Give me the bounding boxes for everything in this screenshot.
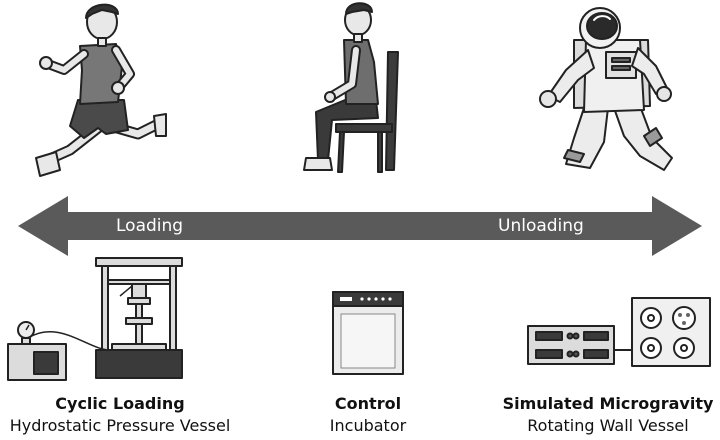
- runner-figure: [35, 3, 167, 177]
- caption-title: Control: [334, 394, 402, 413]
- incubator: [332, 291, 404, 375]
- pressure-vessel: [7, 257, 183, 381]
- caption-title: Simulated Microgravity: [502, 394, 714, 413]
- caption-subtitle: Incubator: [329, 416, 407, 435]
- caption-control: Control Incubator: [298, 396, 438, 434]
- caption-subtitle: Rotating Wall Vessel: [527, 416, 689, 435]
- loading-label: Loading: [116, 216, 184, 236]
- unloading-label: Unloading: [498, 216, 584, 236]
- seated-figure: [303, 2, 399, 173]
- loading-unloading-arrow: [18, 196, 702, 256]
- caption-cyclic-loading: Cyclic Loading Hydrostatic Pressure Vess…: [0, 396, 240, 434]
- caption-subtitle: Hydrostatic Pressure Vessel: [9, 416, 231, 435]
- caption-simulated-microgravity: Simulated Microgravity Rotating Wall Ves…: [496, 396, 720, 434]
- rotating-wall-vessel: [527, 297, 711, 367]
- caption-title: Cyclic Loading: [55, 394, 185, 413]
- astronaut-figure: [539, 7, 673, 171]
